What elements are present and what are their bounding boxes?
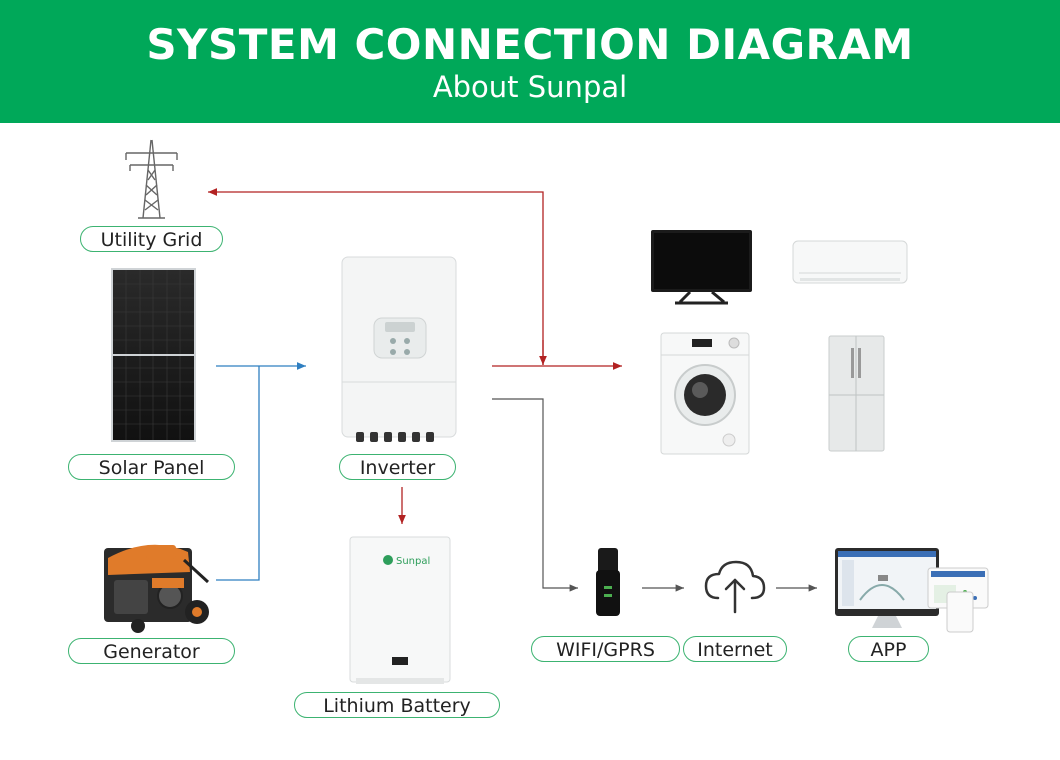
generator-connection-line: [216, 366, 260, 581]
label-generator: Generator: [68, 638, 235, 664]
label-internet: Internet: [683, 636, 787, 662]
label-solar-panel: Solar Panel: [68, 454, 235, 480]
battery-icon: Sunpal: [349, 536, 451, 684]
page-subtitle: About Sunpal: [432, 70, 628, 104]
grid-connection-line: [208, 188, 544, 365]
header-banner: SYSTEM CONNECTION DIAGRAM About Sunpal: [0, 0, 1060, 123]
cloud-upload-icon: [704, 560, 766, 614]
washing-machine-icon: [660, 332, 750, 455]
label-lithium-battery: Lithium Battery: [294, 692, 500, 718]
label-app: APP: [848, 636, 929, 662]
monitor-app-icon: [835, 548, 989, 633]
label-inverter: Inverter: [339, 454, 456, 480]
generator-icon: [104, 544, 210, 633]
connection-lines: [208, 188, 817, 592]
battery-brand-text: Sunpal: [396, 556, 430, 567]
comm-connection-line: [492, 398, 578, 592]
refrigerator-icon: [828, 335, 885, 452]
page-title: SYSTEM CONNECTION DIAGRAM: [146, 20, 914, 69]
wifi-dongle-icon: [596, 548, 620, 616]
air-conditioner-icon: [792, 240, 908, 284]
inverter-icon: [341, 256, 457, 442]
transmission-tower-icon: [125, 139, 178, 219]
solar-panel-icon: [111, 268, 196, 442]
label-utility-grid: Utility Grid: [80, 226, 223, 252]
tv-icon: [651, 230, 752, 305]
label-wifi-gprs: WIFI/GPRS: [531, 636, 680, 662]
